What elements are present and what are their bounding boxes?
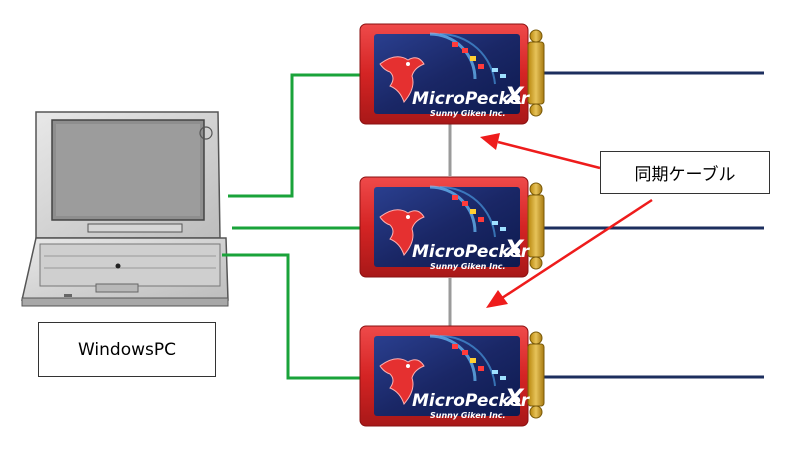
device-brand-suffix: X [503, 82, 525, 110]
arrow-to-upper-sync-cable [480, 133, 601, 170]
micropecker-device-middle: MicroPecker X Sunny Giken Inc. [358, 175, 546, 279]
device-brand: MicroPecker [412, 391, 531, 411]
laptop-icon [21, 111, 229, 307]
windows-pc-label-text: WindowsPC [77, 339, 176, 360]
arrow-to-lower-sync-cable [486, 198, 653, 308]
usb-cable-bottom [222, 253, 360, 380]
sync-cable-label-text: 同期ケーブル [634, 165, 736, 185]
device-brand-suffix: X [503, 235, 525, 263]
device-brand: MicroPecker [412, 242, 531, 262]
windows-pc-label: WindowsPC [38, 322, 216, 377]
micropecker-device-bottom: MicroPecker X Sunny Giken Inc. [358, 324, 546, 428]
device-maker: Sunny Giken Inc. [430, 109, 506, 118]
device-maker: Sunny Giken Inc. [430, 262, 506, 271]
sync-cable-label: 同期ケーブル [600, 151, 770, 194]
micropecker-device-top: MicroPecker X Sunny Giken Inc. [358, 22, 546, 126]
usb-cable-top [228, 73, 360, 198]
device-brand-suffix: X [503, 384, 525, 412]
device-maker: Sunny Giken Inc. [430, 411, 506, 420]
device-brand: MicroPecker [412, 89, 531, 109]
